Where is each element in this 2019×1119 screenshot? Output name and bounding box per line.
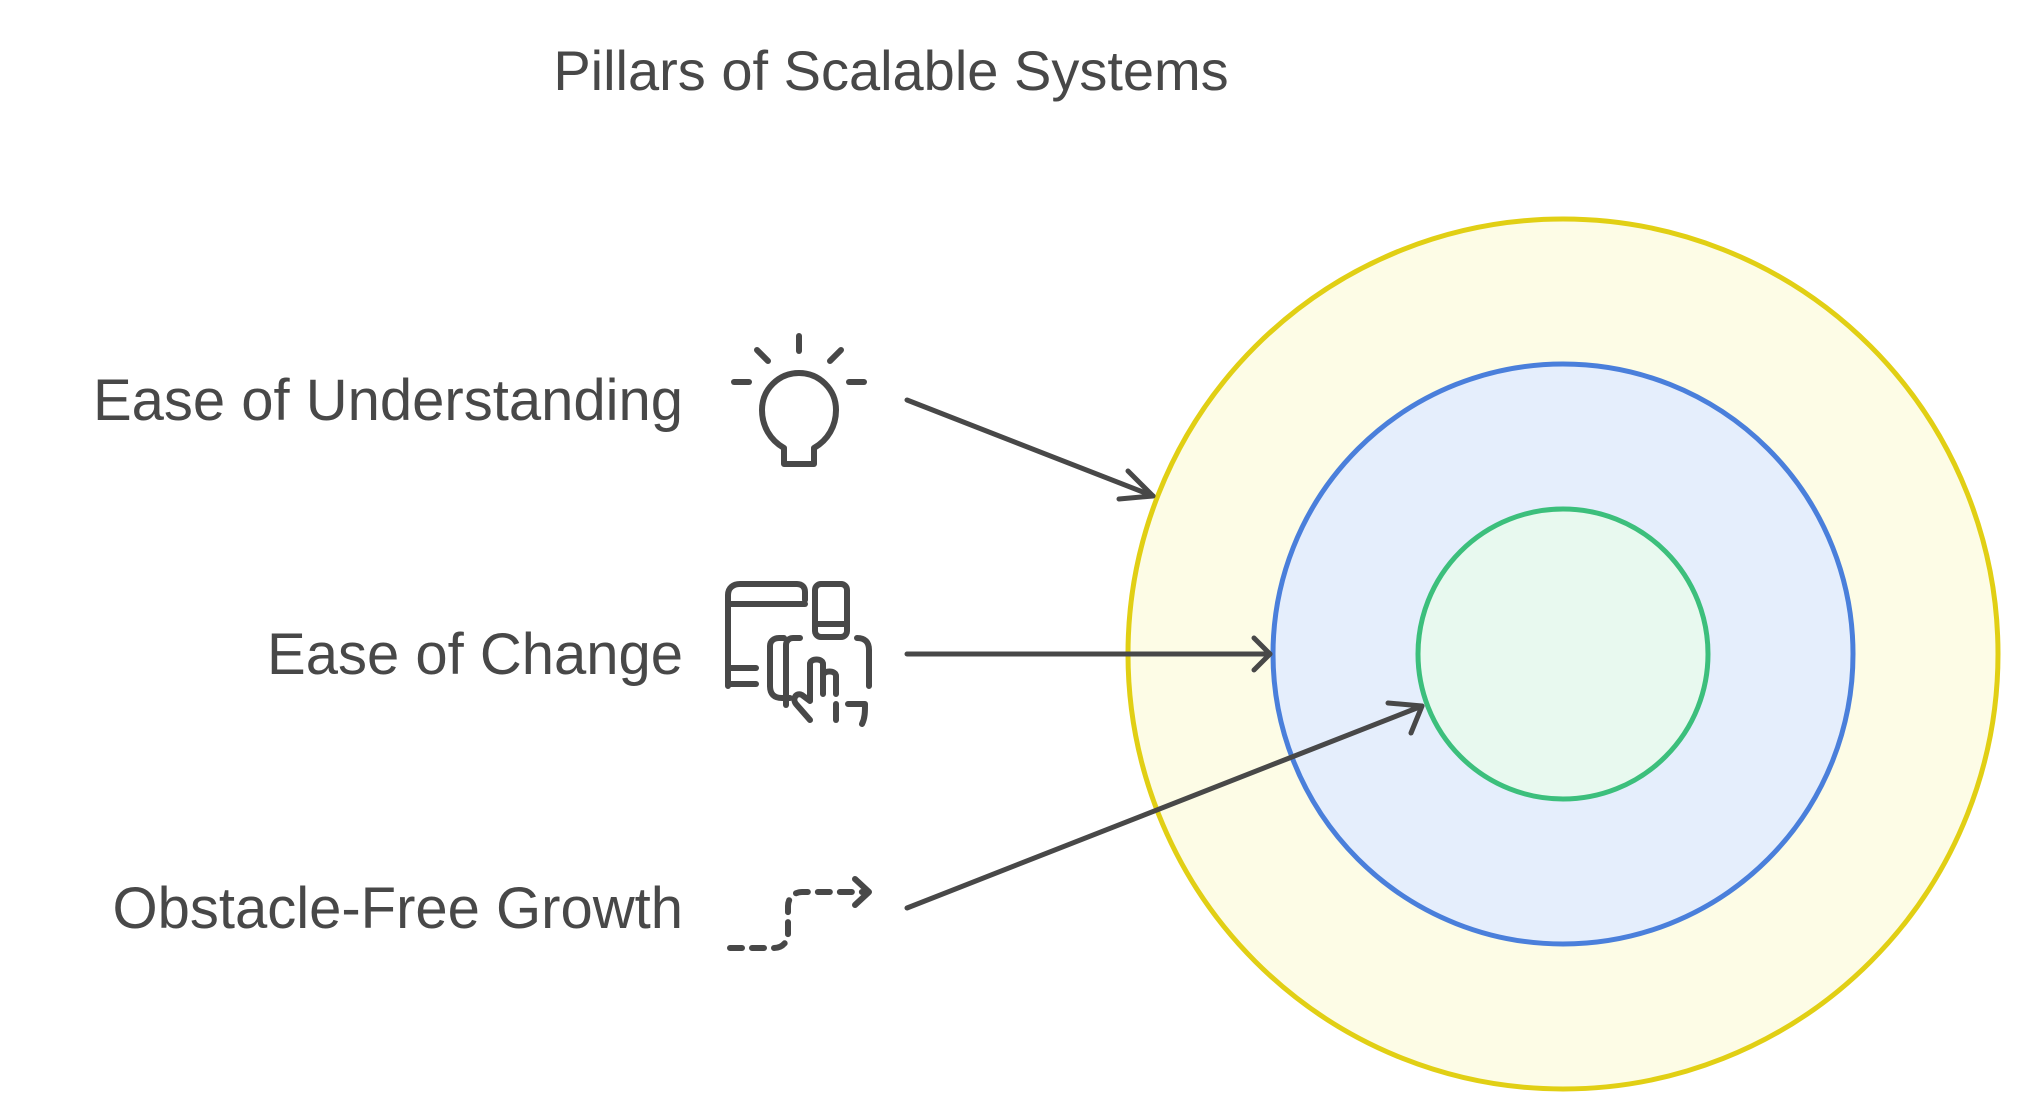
pillar-label-ease-of-change: Ease of Change — [267, 622, 683, 687]
concentric-rings — [1125, 216, 2001, 1092]
lightbulb-icon — [731, 333, 867, 467]
pillar-label-obstacle-free-growth: Obstacle-Free Growth — [112, 876, 683, 941]
arrow-to-inner-ring — [904, 700, 1425, 911]
devices-touch-icon — [725, 581, 872, 727]
page-title: Pillars of Scalable Systems — [553, 39, 1228, 102]
arrow-to-middle-ring — [904, 635, 1273, 673]
arrow-to-outer-ring — [904, 397, 1156, 502]
pillar-label-ease-of-understanding: Ease of Understanding — [93, 368, 683, 433]
dashed-path-arrow-icon — [727, 876, 872, 951]
inner-ring — [1415, 506, 1711, 802]
